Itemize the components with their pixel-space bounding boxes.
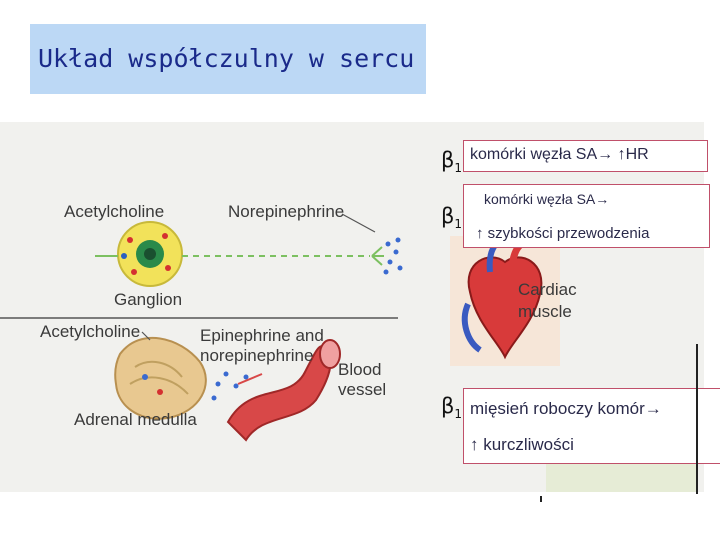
heart-illustration: [450, 236, 560, 366]
label-cardiac-line2: muscle: [518, 302, 572, 321]
callout-sa-node-conduction: komórki węzła SA→ ↑ szybkości przewodzen…: [463, 184, 710, 248]
label-adrenal-medulla: Adrenal medulla: [74, 410, 197, 429]
right-edge-line: [696, 344, 698, 494]
beta1-receptor-label-2: β1: [441, 204, 463, 232]
figure-illustration: [0, 213, 696, 492]
label-acetylcholine-bottom: Acetylcholine: [40, 322, 141, 341]
callout-2-line1: komórki węzła SA→: [484, 191, 610, 207]
beta1-receptor-label-1: β1: [441, 148, 463, 176]
label-cardiac-line1: Cardiac: [518, 280, 577, 299]
norepinephrine-dots: [383, 237, 403, 275]
label-epinephrine-line1: Epinephrine and: [200, 326, 324, 345]
adrenal-medulla: [114, 337, 207, 420]
callout-1-text: komórki węzła SA→ ↑HR: [470, 146, 649, 163]
nerve-terminal: [371, 246, 384, 266]
blood-vessel: [211, 339, 341, 442]
slide-title-box: Układ współczulny w sercu: [30, 24, 426, 94]
label-blood-line2: vessel: [338, 380, 387, 399]
beta1-receptor-label-3: β1: [441, 394, 463, 422]
label-epinephrine-line2: norepinephrine: [200, 346, 314, 365]
label-blood-line1: Blood: [338, 360, 382, 379]
slide-title: Układ współczulny w sercu: [38, 44, 415, 73]
callout-3-line2: ↑ kurczliwości: [470, 435, 574, 454]
ganglion-cell: [117, 221, 183, 287]
label-acetylcholine-top: Acetylcholine: [64, 202, 165, 221]
label-norepinephrine: Norepinephrine: [228, 202, 345, 221]
callout-2-line2: ↑ szybkości przewodzenia: [476, 225, 650, 242]
callout-3-line1: mięsień roboczy komór→: [470, 399, 662, 418]
sympathetic-figure: Acetylcholine Norepinephrine Ganglion Ac…: [0, 122, 704, 492]
small-tick: [540, 496, 542, 502]
callout-sa-node-hr: komórki węzła SA→ ↑HR: [463, 140, 708, 172]
label-ganglion: Ganglion: [114, 290, 183, 309]
callout-ventricular-muscle: mięsień roboczy komór→ ↑ kurczliwości: [463, 388, 720, 464]
